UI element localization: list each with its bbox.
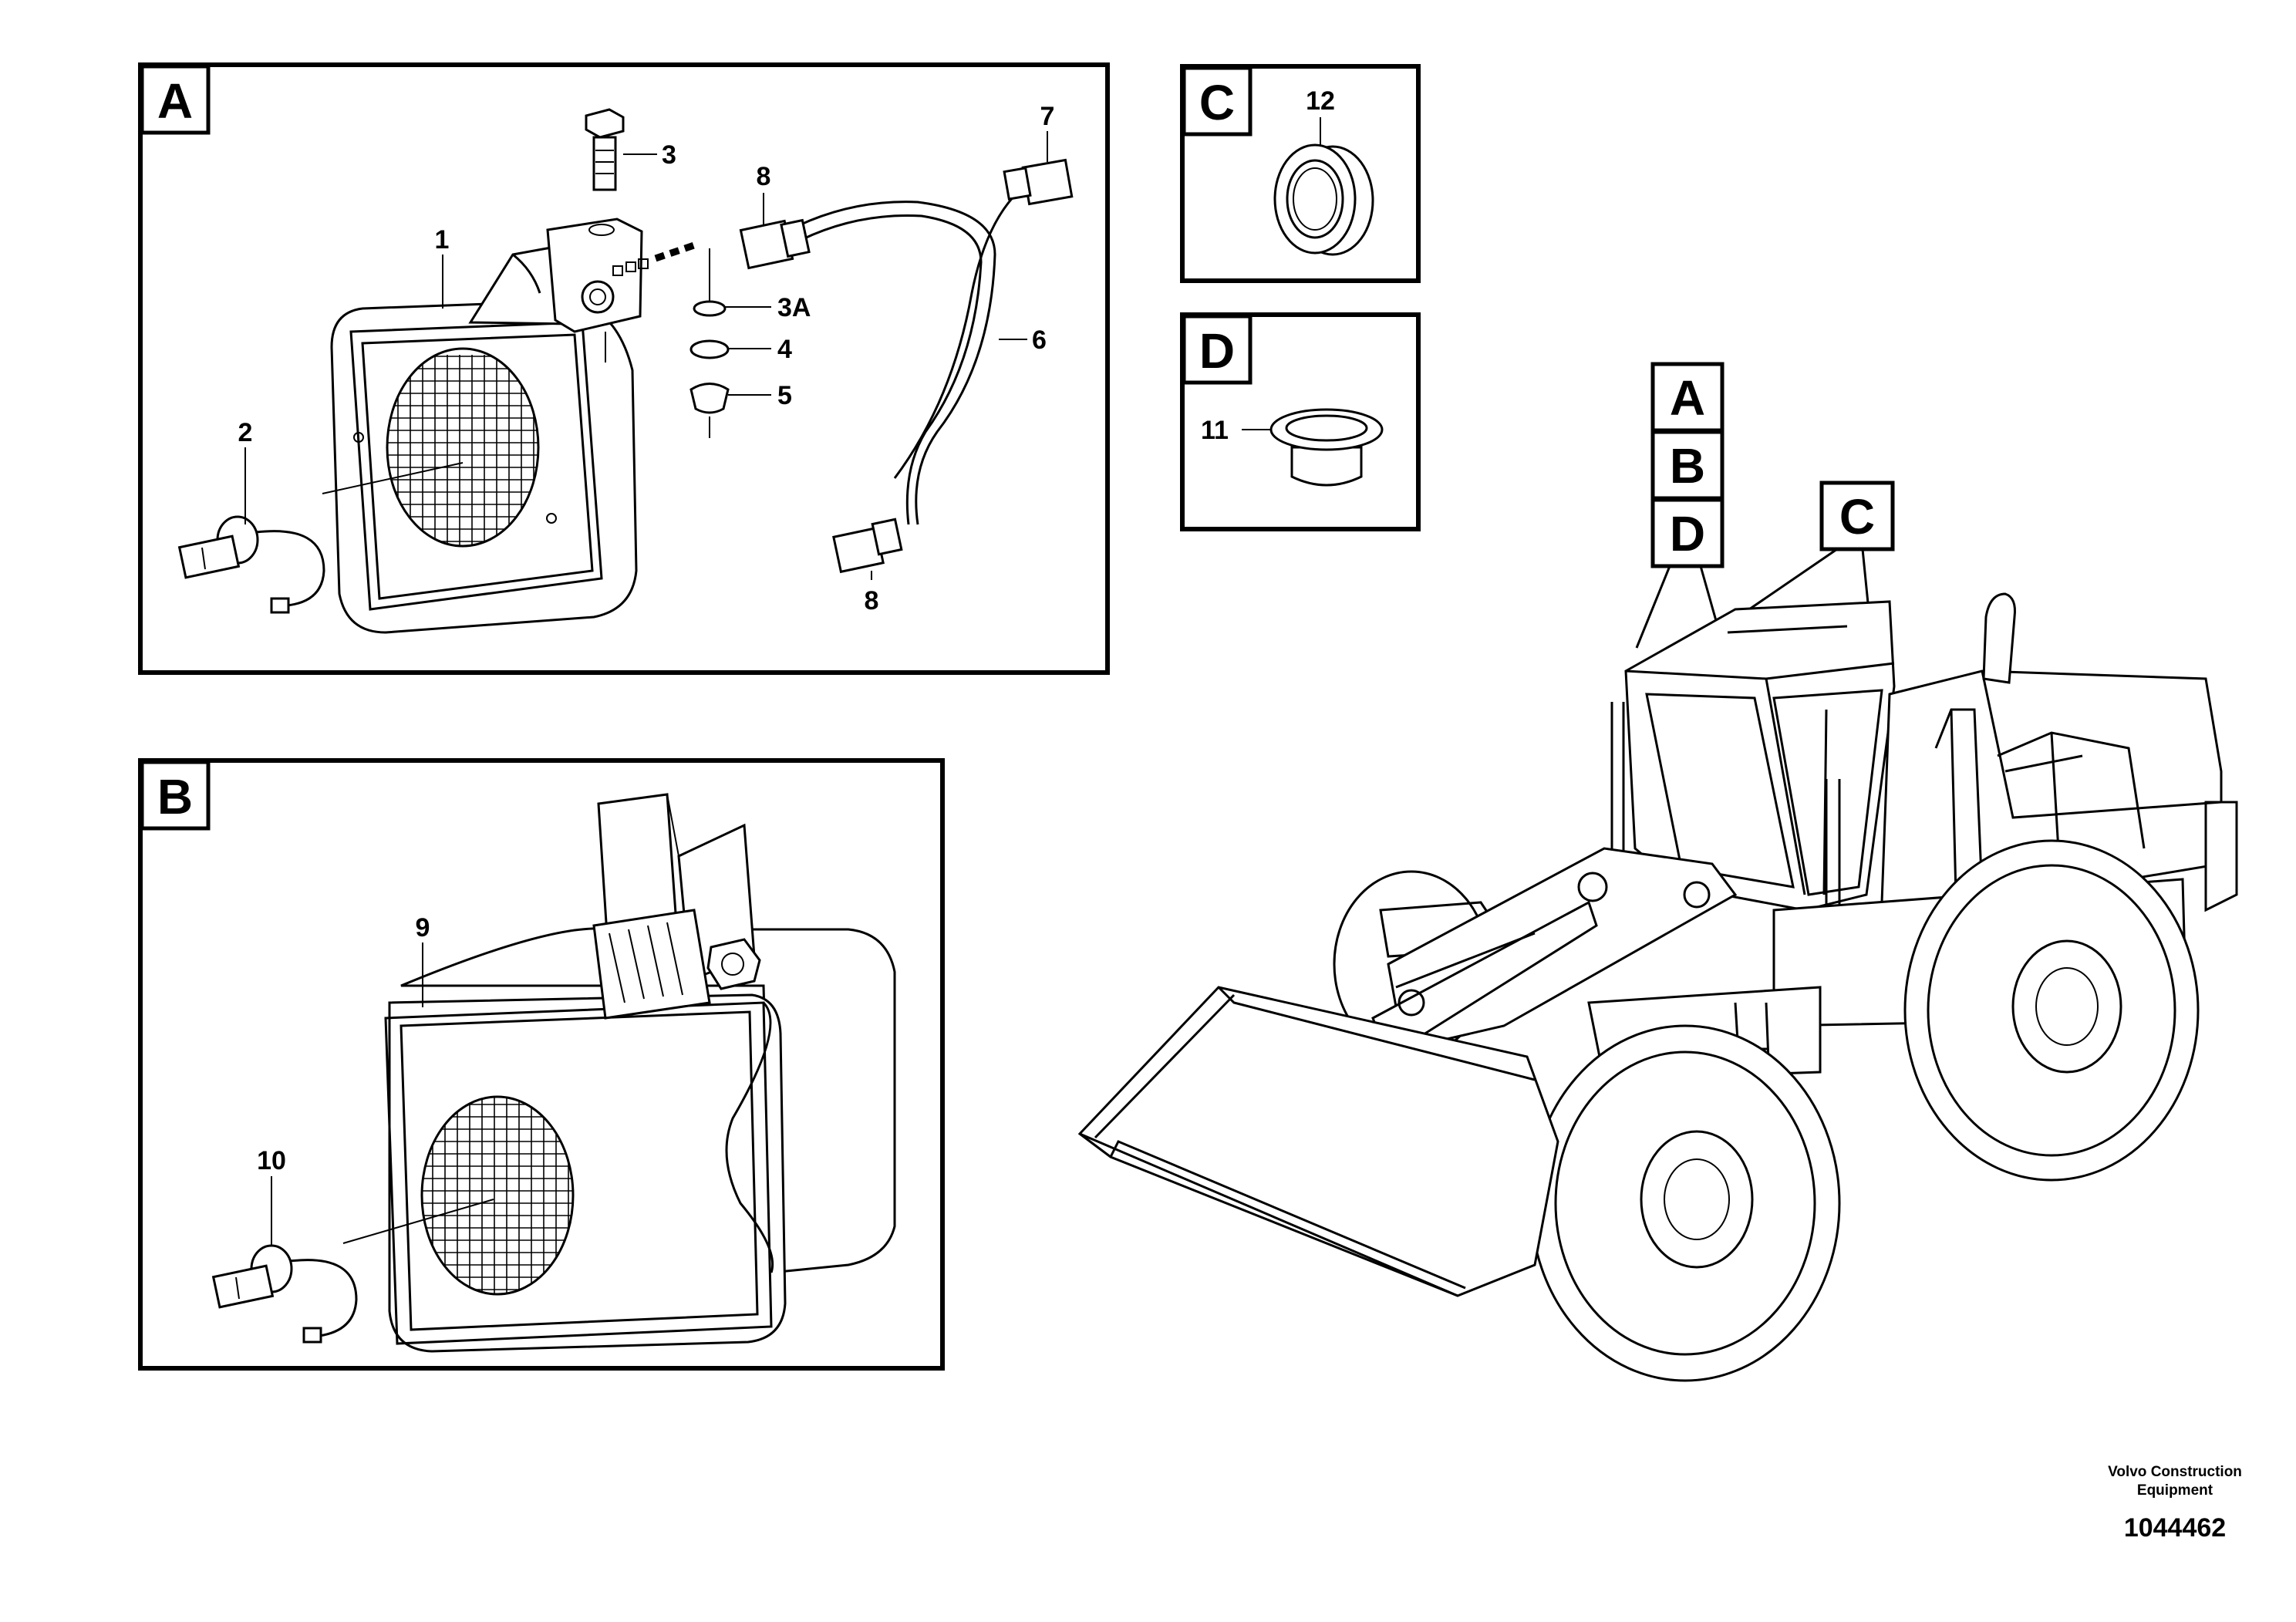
panel-b: B <box>138 758 945 1371</box>
panel-d: D 11 <box>1180 312 1421 531</box>
callout-9: 9 <box>416 913 430 943</box>
machine-tag-d-box <box>1650 497 1725 568</box>
front-wheel <box>1529 1024 1841 1382</box>
machine-tag-d: D <box>1670 506 1705 561</box>
work-lamp-drawing <box>330 218 696 634</box>
panel-a: A <box>138 62 1110 675</box>
wheel-loader-drawing: A B D C <box>1077 362 2238 1382</box>
callout-3a: 3A <box>777 293 811 322</box>
callout-5: 5 <box>777 381 792 410</box>
panel-d-tag-box <box>1182 314 1253 385</box>
callout-7: 7 <box>1040 102 1055 131</box>
machine-tag-c: C <box>1839 489 1875 545</box>
panel-b-leaders <box>271 943 494 1246</box>
callout-1: 1 <box>435 225 450 255</box>
machine-tag-b-box <box>1650 430 1725 501</box>
washers-drawing <box>689 248 730 438</box>
machine-tag-c-box <box>1819 481 1895 551</box>
callout-8-top: 8 <box>757 162 771 191</box>
machine-tag-a: A <box>1670 370 1705 426</box>
panel-a-tag-box <box>140 64 211 135</box>
panel-c-frame <box>1180 64 1421 283</box>
bulb-drawing <box>177 515 325 614</box>
plug-drawing <box>1269 408 1384 487</box>
rear-lamp-drawing <box>384 793 896 1353</box>
panel-d-tag: D <box>1199 323 1235 379</box>
document-number: 1044462 <box>2124 1513 2226 1543</box>
callout-12: 12 <box>1306 86 1335 116</box>
callout-6: 6 <box>1032 325 1047 355</box>
bolt-drawing <box>585 108 625 191</box>
machine-tag-b: B <box>1670 438 1705 494</box>
callout-10: 10 <box>257 1146 286 1175</box>
panel-d-frame <box>1180 312 1421 531</box>
callout-11: 11 <box>1201 416 1229 445</box>
panel-c: C 12 <box>1180 64 1421 283</box>
panel-c-tag-box <box>1182 66 1253 137</box>
company-name-line2: Equipment <box>2137 1482 2213 1499</box>
panel-a-frame <box>138 62 1110 675</box>
callout-2: 2 <box>238 418 253 447</box>
grommet-drawing <box>1273 143 1374 256</box>
callout-3: 3 <box>662 140 676 170</box>
panel-c-tag: C <box>1199 75 1235 130</box>
company-name-line1: Volvo Construction <box>2108 1464 2242 1480</box>
bulb-drawing-b <box>211 1244 358 1344</box>
panel-b-frame <box>138 758 945 1371</box>
callout-8-bottom: 8 <box>865 586 879 615</box>
panel-b-tag-box <box>140 760 211 831</box>
footer: Volvo Construction Equipment 1044462 <box>2108 1464 2242 1543</box>
panel-a-tag: A <box>157 73 193 129</box>
callout-4: 4 <box>777 335 792 364</box>
rear-wheel <box>1903 839 2200 1182</box>
panel-b-tag: B <box>157 769 193 824</box>
panel-a-leaders <box>244 131 1048 580</box>
harness-drawing <box>739 158 1074 574</box>
